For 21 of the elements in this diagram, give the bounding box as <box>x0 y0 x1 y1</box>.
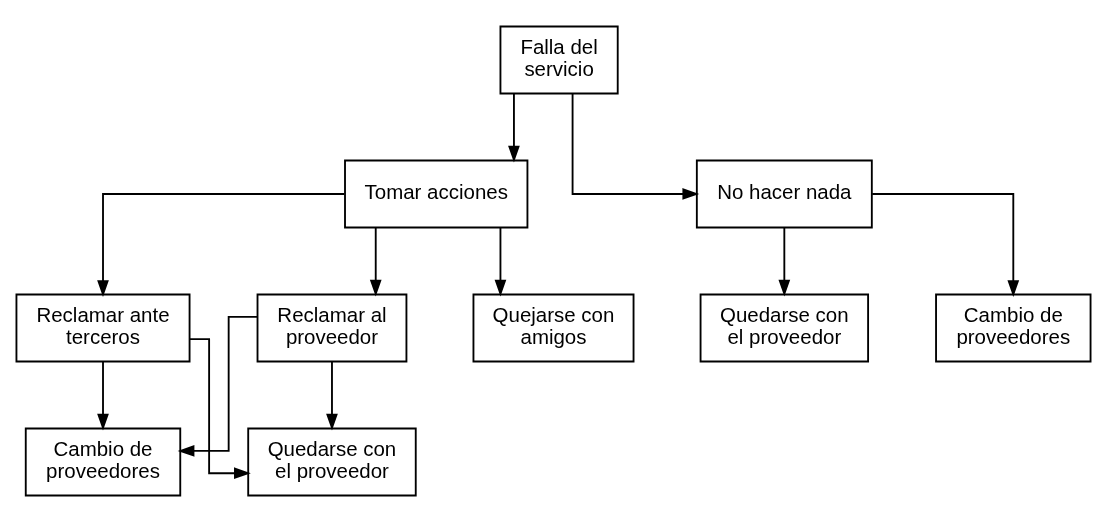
arrow <box>97 193 346 297</box>
arrow <box>188 338 251 480</box>
arrow <box>494 226 507 297</box>
node-box: Quedarse con el proveedor <box>247 427 417 497</box>
arrow <box>177 315 259 457</box>
node-box: Cambio de proveedores <box>24 427 182 497</box>
arrow <box>369 226 382 297</box>
arrow <box>571 92 700 200</box>
node-box: Quejarse con amigos <box>472 293 635 363</box>
node-box: Quedarse con el proveedor <box>699 293 870 363</box>
arrow <box>871 193 1020 297</box>
node-box: Tomar acciones <box>344 159 529 229</box>
arrow <box>778 226 791 297</box>
node-box: Reclamar al proveedor <box>256 293 408 363</box>
node-box: Falla del servicio <box>499 25 619 95</box>
arrow <box>97 360 109 431</box>
node-box: No hacer nada <box>695 159 873 229</box>
node-box: Reclamar ante terceros <box>15 293 191 363</box>
arrow <box>326 360 338 431</box>
arrow <box>508 92 520 163</box>
node-box: Cambio de proveedores <box>935 293 1092 363</box>
